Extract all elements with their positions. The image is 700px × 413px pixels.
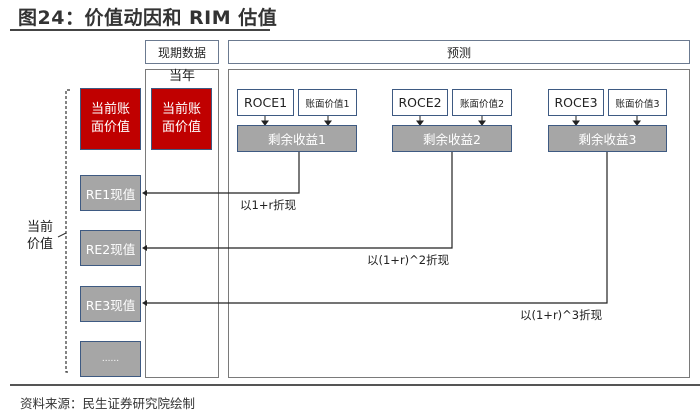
more-present-values-box: ...... (80, 341, 141, 377)
source-note: 资料来源：民生证券研究院绘制 (20, 396, 196, 411)
header-current-data-label: 现期数据 (157, 45, 206, 60)
discount-label-2: 以(1+r)^2折现 (367, 253, 450, 267)
residual-income-2-box: 剩余收益2 (392, 125, 512, 152)
current-book-value-box: 当前账 面价值 (80, 88, 141, 150)
footer-rule (10, 384, 700, 386)
re1-present-value-label: RE1现值 (85, 186, 136, 202)
header-current-data: 现期数据 (145, 40, 219, 64)
discount-path-3 (146, 152, 608, 304)
book-value-1-box: 账面价值1 (298, 89, 357, 116)
re1-present-value-box: RE1现值 (80, 175, 141, 211)
roce-1-label: ROCE1 (243, 95, 288, 110)
re3-present-value-label: RE3现值 (85, 297, 136, 313)
arrowhead-2 (142, 245, 147, 251)
current-year-book-value-box: 当前账 面价值 (151, 88, 212, 150)
input-arrows (261, 116, 641, 126)
roce-1-box: ROCE1 (237, 89, 294, 116)
residual-income-3-box: 剩余收益3 (548, 125, 667, 152)
current-year-book-value-line-1: 当前账 (161, 102, 201, 117)
title-underline (10, 29, 270, 31)
re2-present-value-box: RE2现值 (80, 230, 141, 266)
residual-income-3-label: 剩余收益3 (578, 132, 637, 147)
re2-present-value-label: RE2现值 (85, 241, 136, 257)
roce-3-label: ROCE3 (554, 95, 598, 110)
discount-path-1 (146, 152, 300, 194)
current-year-label: 当年 (168, 69, 195, 84)
discount-label-1: 以1+r折现 (240, 198, 297, 212)
roce-3-box: ROCE3 (548, 89, 604, 116)
current-book-value-line-2: 面价值 (90, 120, 130, 135)
current-value-line-1: 当前 (26, 220, 53, 235)
header-forecast: 预测 (228, 40, 690, 64)
figure-title: 图24：价值动因和 RIM 估值 (18, 7, 278, 29)
book-value-2-box: 账面价值2 (452, 89, 512, 116)
more-present-values-label: ...... (101, 354, 120, 364)
arrowhead-3 (142, 300, 147, 306)
book-value-1-label: 账面价值1 (305, 98, 350, 110)
current-year-book-value-line-2: 面价值 (161, 120, 201, 135)
bracket-tick (57, 232, 67, 238)
header-forecast-label: 预测 (446, 45, 471, 60)
discount-path-2 (146, 152, 453, 249)
current-value-bracket (65, 89, 70, 373)
current-book-value-line-1: 当前账 (90, 102, 130, 117)
book-value-3-label: 账面价值3 (615, 98, 660, 110)
forecast-column (228, 69, 690, 378)
discount-label-3: 以(1+r)^3折现 (520, 308, 603, 322)
book-value-2-label: 账面价值2 (459, 98, 505, 110)
residual-income-2-label: 剩余收益2 (423, 132, 481, 147)
current-value-label: 当前 价值 (24, 219, 56, 253)
re3-present-value-box: RE3现值 (80, 286, 141, 322)
roce-2-box: ROCE2 (392, 89, 448, 116)
residual-income-1-label: 剩余收益1 (268, 132, 326, 147)
residual-income-1-box: 剩余收益1 (237, 125, 357, 152)
arrowhead-1 (142, 190, 147, 196)
roce-2-label: ROCE2 (398, 95, 442, 110)
current-value-line-2: 价值 (26, 237, 53, 252)
book-value-3-box: 账面价值3 (608, 89, 667, 116)
